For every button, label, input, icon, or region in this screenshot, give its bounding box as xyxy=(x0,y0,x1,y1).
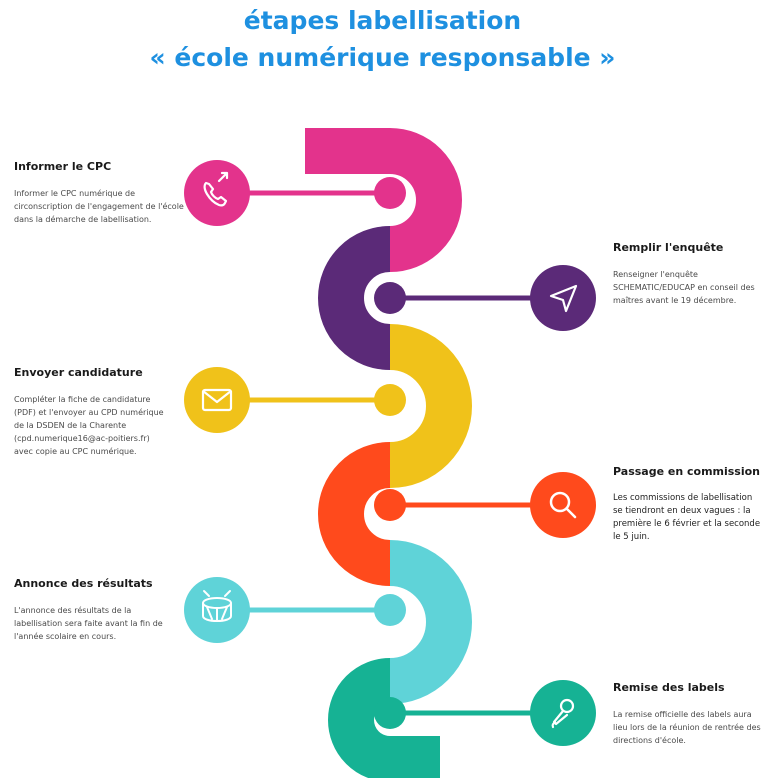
dot-2 xyxy=(374,282,406,314)
path-segment-teal xyxy=(328,658,440,778)
microphone-icon xyxy=(551,698,575,729)
step-title: Informer le CPC xyxy=(14,160,112,173)
page-title-line-1: étapes labellisation xyxy=(243,6,522,35)
step-title: Envoyer candidature xyxy=(14,366,143,379)
mail-icon xyxy=(201,388,233,412)
step-description: Les commissions de labellisation se tien… xyxy=(613,493,761,542)
step-annonce-resultats: Annonce des résultats L'annonce des résu… xyxy=(14,577,174,643)
step-informer-cpc: Informer le CPC Informer le CPC numériqu… xyxy=(14,160,184,226)
path-dots xyxy=(374,177,406,729)
dot-4 xyxy=(374,489,406,521)
step-description: Renseigner l'enquête SCHEMATIC/EDUCAP en… xyxy=(613,270,755,305)
step-description: La remise officielle des labels aura lie… xyxy=(613,710,761,745)
path-segment-pink xyxy=(305,128,462,272)
step-title: Remise des labels xyxy=(613,681,725,694)
dot-6 xyxy=(374,697,406,729)
path-segment-orange xyxy=(318,442,392,586)
step-envoyer-candidature: Envoyer candidature Compléter la fiche d… xyxy=(14,366,170,458)
icon-circle-2 xyxy=(530,265,596,331)
step-title: Remplir l'enquête xyxy=(613,241,724,254)
path-segment-purple xyxy=(318,226,392,370)
drum-icon xyxy=(202,590,232,622)
page-title-line-2: « école numérique responsable » xyxy=(149,43,616,72)
step-description: Compléter la fiche de candidature (PDF) … xyxy=(14,395,164,456)
step-description: L'annonce des résultats de la labellisat… xyxy=(14,606,163,641)
path-segment-cyan xyxy=(388,540,472,704)
step-remise-labels: Remise des labels La remise officielle d… xyxy=(613,681,763,747)
dot-1 xyxy=(374,177,406,209)
icon-circle-4 xyxy=(530,472,596,538)
path-segment-yellow xyxy=(388,324,472,488)
send-icon xyxy=(549,284,578,313)
icon-circle-6 xyxy=(530,680,596,746)
step-passage-commission: Passage en commission Les commissions de… xyxy=(613,465,763,544)
phone-icon xyxy=(203,171,229,207)
step-remplir-enquete: Remplir l'enquête Renseigner l'enquête S… xyxy=(613,241,763,307)
icon-circle-5 xyxy=(184,577,250,643)
icon-circle-3 xyxy=(184,367,250,433)
connectors xyxy=(240,190,540,716)
step-title: Annonce des résultats xyxy=(14,577,153,590)
icon-circle-1 xyxy=(184,160,250,226)
dot-3 xyxy=(374,384,406,416)
step-title: Passage en commission xyxy=(613,465,761,478)
dot-5 xyxy=(374,594,406,626)
snake-path xyxy=(305,128,472,778)
search-icon xyxy=(549,491,577,519)
step-description: Informer le CPC numérique de circonscrip… xyxy=(14,189,184,224)
